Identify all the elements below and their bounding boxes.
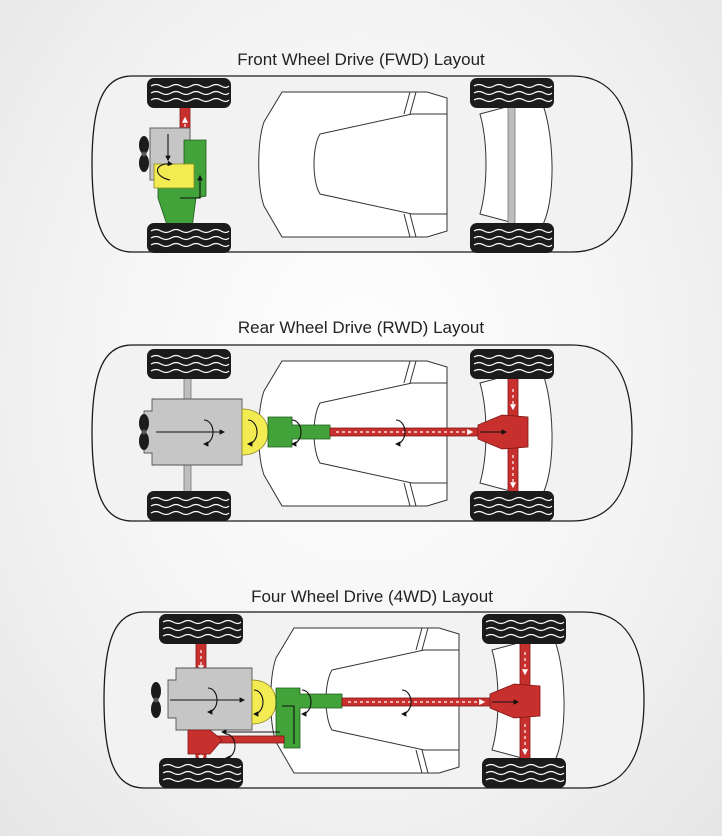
awd-section: Four Wheel Drive (4WD) Layout (103, 587, 645, 789)
fwd-title: Front Wheel Drive (FWD) Layout (237, 50, 485, 69)
fwd-section: Front Wheel Drive (FWD) Layout (91, 50, 633, 254)
rwd-title: Rear Wheel Drive (RWD) Layout (238, 318, 485, 337)
fwd-car (91, 75, 633, 254)
rwd-car (91, 344, 633, 522)
awd-title: Four Wheel Drive (4WD) Layout (251, 587, 493, 606)
rwd-section: Rear Wheel Drive (RWD) Layout (91, 318, 633, 522)
awd-car (103, 611, 645, 789)
